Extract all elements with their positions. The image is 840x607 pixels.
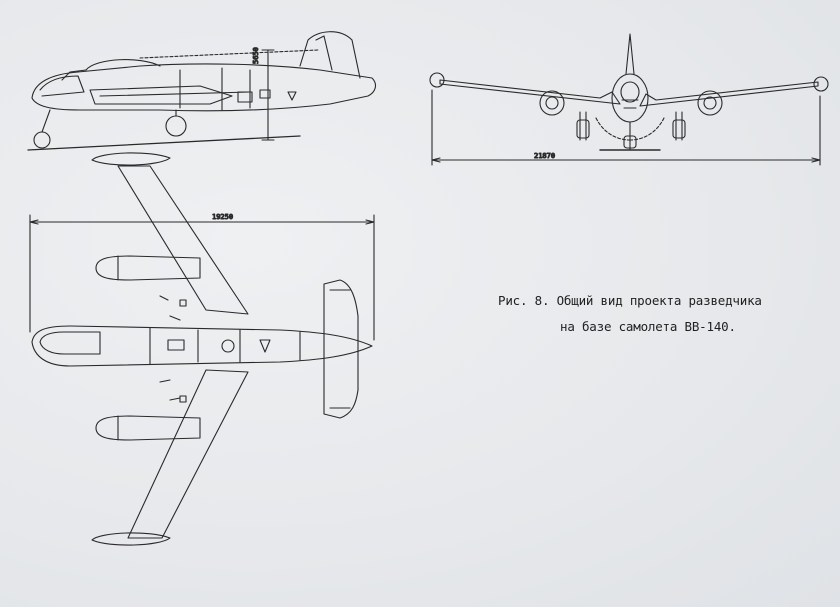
caption-line-2: на базе самолета ВВ-140. xyxy=(560,319,736,334)
figure-caption: Рис. 8. Общий вид проекта разведчика на … xyxy=(498,288,828,340)
front-span-dimension: 21870 xyxy=(534,152,555,160)
side-height-dimension: 5650 xyxy=(252,47,260,64)
top-span-dimension: 19250 xyxy=(212,213,233,221)
side-view: 5650 xyxy=(27,31,377,151)
front-view: 21870 xyxy=(429,33,829,166)
caption-line-1: Рис. 8. Общий вид проекта разведчика xyxy=(498,293,762,308)
top-view: 19250 xyxy=(29,152,375,546)
